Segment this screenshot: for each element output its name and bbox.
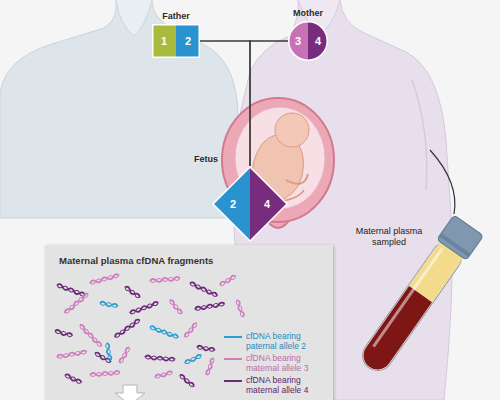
allele-cell: 1 <box>152 24 176 58</box>
allele-row: 12 <box>152 24 200 58</box>
shape-border <box>289 22 328 61</box>
genotype-diamond-outline <box>212 166 288 242</box>
cfdna-fragment <box>219 274 236 286</box>
label-holder: Maternal plasma sampled <box>350 226 428 248</box>
heading-holder: Fetus <box>194 154 218 164</box>
cfdna-fragment <box>94 351 111 363</box>
cfdna-fragment <box>100 301 118 308</box>
allele-row: 24 <box>212 166 288 242</box>
callout-label: Maternal plasma sampled <box>350 226 428 248</box>
cfdna-fragment <box>184 354 202 365</box>
father-collar <box>116 0 152 36</box>
allele-cell: 4 <box>308 21 328 61</box>
cfdna-fragment <box>64 373 82 384</box>
legend-swatch <box>224 380 242 382</box>
allele-cell: 3 <box>288 21 308 61</box>
mother-silhouette <box>233 0 453 400</box>
allele-number: 4 <box>264 199 270 210</box>
pedigree-line <box>200 41 250 166</box>
father-silhouette <box>0 0 240 218</box>
allele-row: 34 <box>288 21 328 61</box>
allele-fill <box>176 25 199 58</box>
legend: cfDNA bearing paternal allele 2cfDNA bea… <box>224 331 330 397</box>
cfdna-fragment <box>129 301 158 315</box>
allele-fill <box>250 167 287 241</box>
legend-text: cfDNA bearing paternal allele 2 <box>246 331 330 351</box>
legend-item: cfDNA bearing maternal allele 3 <box>224 353 330 373</box>
genotype-box: Father12 <box>152 24 200 58</box>
cfdna-fragment <box>118 347 130 364</box>
allele-fill <box>213 167 250 241</box>
legend-item: cfDNA bearing paternal allele 2 <box>224 331 330 351</box>
cfdna-fragment <box>55 329 73 337</box>
allele-number: 2 <box>230 199 236 210</box>
cfdna-fragment <box>56 283 85 297</box>
legend-text: cfDNA bearing maternal allele 3 <box>246 353 330 373</box>
sampling-line <box>430 150 455 214</box>
cfdna-fragment <box>79 324 103 348</box>
cfdna-fragment <box>90 274 120 285</box>
panel-title: Maternal plasma cfDNA fragments <box>59 255 213 266</box>
shape-border <box>213 167 287 241</box>
fetus-arm <box>286 174 308 184</box>
cfdna-fragment <box>179 374 195 388</box>
blood-layer <box>358 286 432 375</box>
cfdna-fragment <box>169 299 183 315</box>
pedigree-line <box>250 41 288 166</box>
genotype-circle: Mother34 <box>288 21 328 61</box>
genotype-diamond: Fetus24 <box>212 166 288 242</box>
cfdna-fragment <box>124 286 141 299</box>
shape-border <box>153 25 200 58</box>
allele-fill <box>153 25 176 58</box>
cfdna-fragment <box>150 277 180 283</box>
tube-glass <box>357 236 468 376</box>
node-heading: Fetus <box>194 154 218 164</box>
allele-cell: 4 <box>250 166 284 242</box>
allele-fill <box>289 22 308 61</box>
cfdna-fragment <box>105 343 112 361</box>
tube-highlight <box>372 247 443 347</box>
allele-cell: 2 <box>216 166 250 242</box>
cfdna-fragment <box>57 350 87 359</box>
allele-number: 4 <box>315 36 321 47</box>
down-arrow <box>115 385 145 400</box>
legend-text: cfDNA bearing maternal allele 4 <box>246 375 330 395</box>
allele-fill <box>308 22 327 61</box>
cfdna-fragment <box>114 318 141 338</box>
cfdna-fragment <box>145 355 175 361</box>
cfdna-fragment <box>64 292 89 314</box>
cfdna-fragment <box>149 325 178 339</box>
heading-holder: Father <box>162 11 190 24</box>
cfdna-fragment <box>197 345 215 352</box>
test-tube <box>354 215 483 378</box>
legend-swatch <box>224 358 242 360</box>
legend-swatch <box>224 336 242 338</box>
cfdna-fragment <box>189 281 218 297</box>
allele-number: 3 <box>295 36 301 47</box>
tube-cap <box>437 215 484 260</box>
genotype-circle-outline <box>288 21 328 61</box>
allele-cell: 2 <box>176 24 200 58</box>
cap-rim <box>439 233 471 257</box>
mother-arm <box>412 80 427 190</box>
heading-holder: Mother <box>293 8 323 21</box>
cfdna-fragment <box>184 322 198 338</box>
legend-item: cfDNA bearing maternal allele 4 <box>224 375 330 395</box>
cfdna-fragment <box>195 302 225 311</box>
allele-number: 2 <box>185 36 191 47</box>
cfdna-fragment <box>205 357 214 375</box>
cfdna-fragment <box>155 371 173 379</box>
cfdna-fragment <box>90 371 120 377</box>
cfdna-fragment <box>235 299 244 317</box>
node-heading: Father <box>162 11 190 21</box>
genotype-box-outline <box>152 24 200 58</box>
allele-number: 1 <box>161 36 167 47</box>
fetus-head <box>275 113 309 147</box>
node-heading: Mother <box>293 8 323 18</box>
